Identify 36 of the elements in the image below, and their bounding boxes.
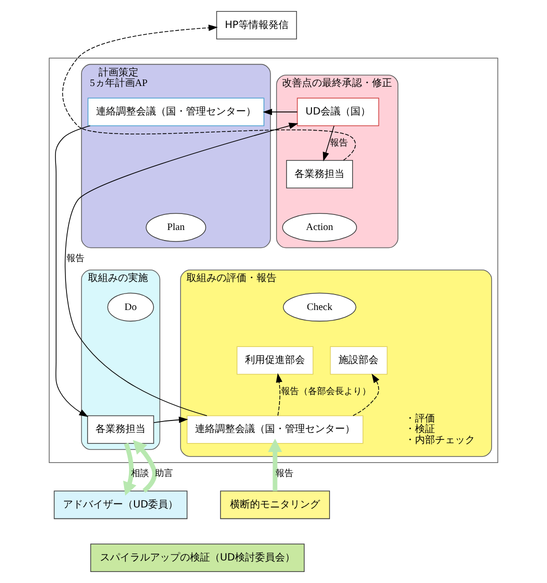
- arrow: [64, 122, 298, 416]
- arrow: [153, 416, 188, 424]
- node-ellipse: Do: [107, 292, 154, 322]
- node-box: アドバイザー（UD委員）: [54, 490, 188, 520]
- edge-label: 相談: [131, 468, 150, 480]
- edge-label: 助言: [155, 468, 174, 480]
- edge-label: 報告: [276, 468, 294, 480]
- node-ellipse: Action: [282, 213, 357, 242]
- node-box: 各業務担当: [286, 160, 353, 188]
- arrow: [54, 125, 91, 417]
- node-label: ・評価: [405, 413, 436, 424]
- node-ellipse: Plan: [146, 213, 206, 242]
- arrow: [62, 24, 356, 161]
- edge-label: 報告（各部会長より）: [281, 386, 372, 397]
- arrow: [268, 438, 282, 492]
- node-box: スパイラルアップの検証（UD検討委員会）: [90, 544, 305, 572]
- node-box: 連絡調整会議（国・管理センター）: [88, 98, 264, 126]
- node-box: UD会議（国）: [296, 98, 380, 126]
- arrow: [132, 440, 157, 493]
- arrow: [123, 442, 136, 496]
- node-label: ・内部チェック: [405, 434, 476, 446]
- node-box: 連絡調整会議（国・管理センター）: [186, 415, 364, 444]
- arrow: [276, 373, 282, 416]
- node-box: 横断的モニタリング: [220, 490, 330, 520]
- node-box: 各業務担当: [87, 415, 154, 444]
- node-box: HP等情報発信: [216, 10, 297, 40]
- node-box: 利用促進部会: [236, 346, 314, 375]
- node-box: 施設部会: [330, 346, 388, 375]
- node-ellipse: Check: [282, 292, 356, 322]
- arrow: [352, 374, 380, 416]
- edge-label: 報告: [330, 137, 348, 148]
- arrow: [262, 108, 298, 116]
- arrow: [322, 126, 334, 162]
- cluster: [48, 58, 498, 463]
- edge-label: 報告: [66, 253, 85, 264]
- node-label: ・検証: [405, 424, 436, 436]
